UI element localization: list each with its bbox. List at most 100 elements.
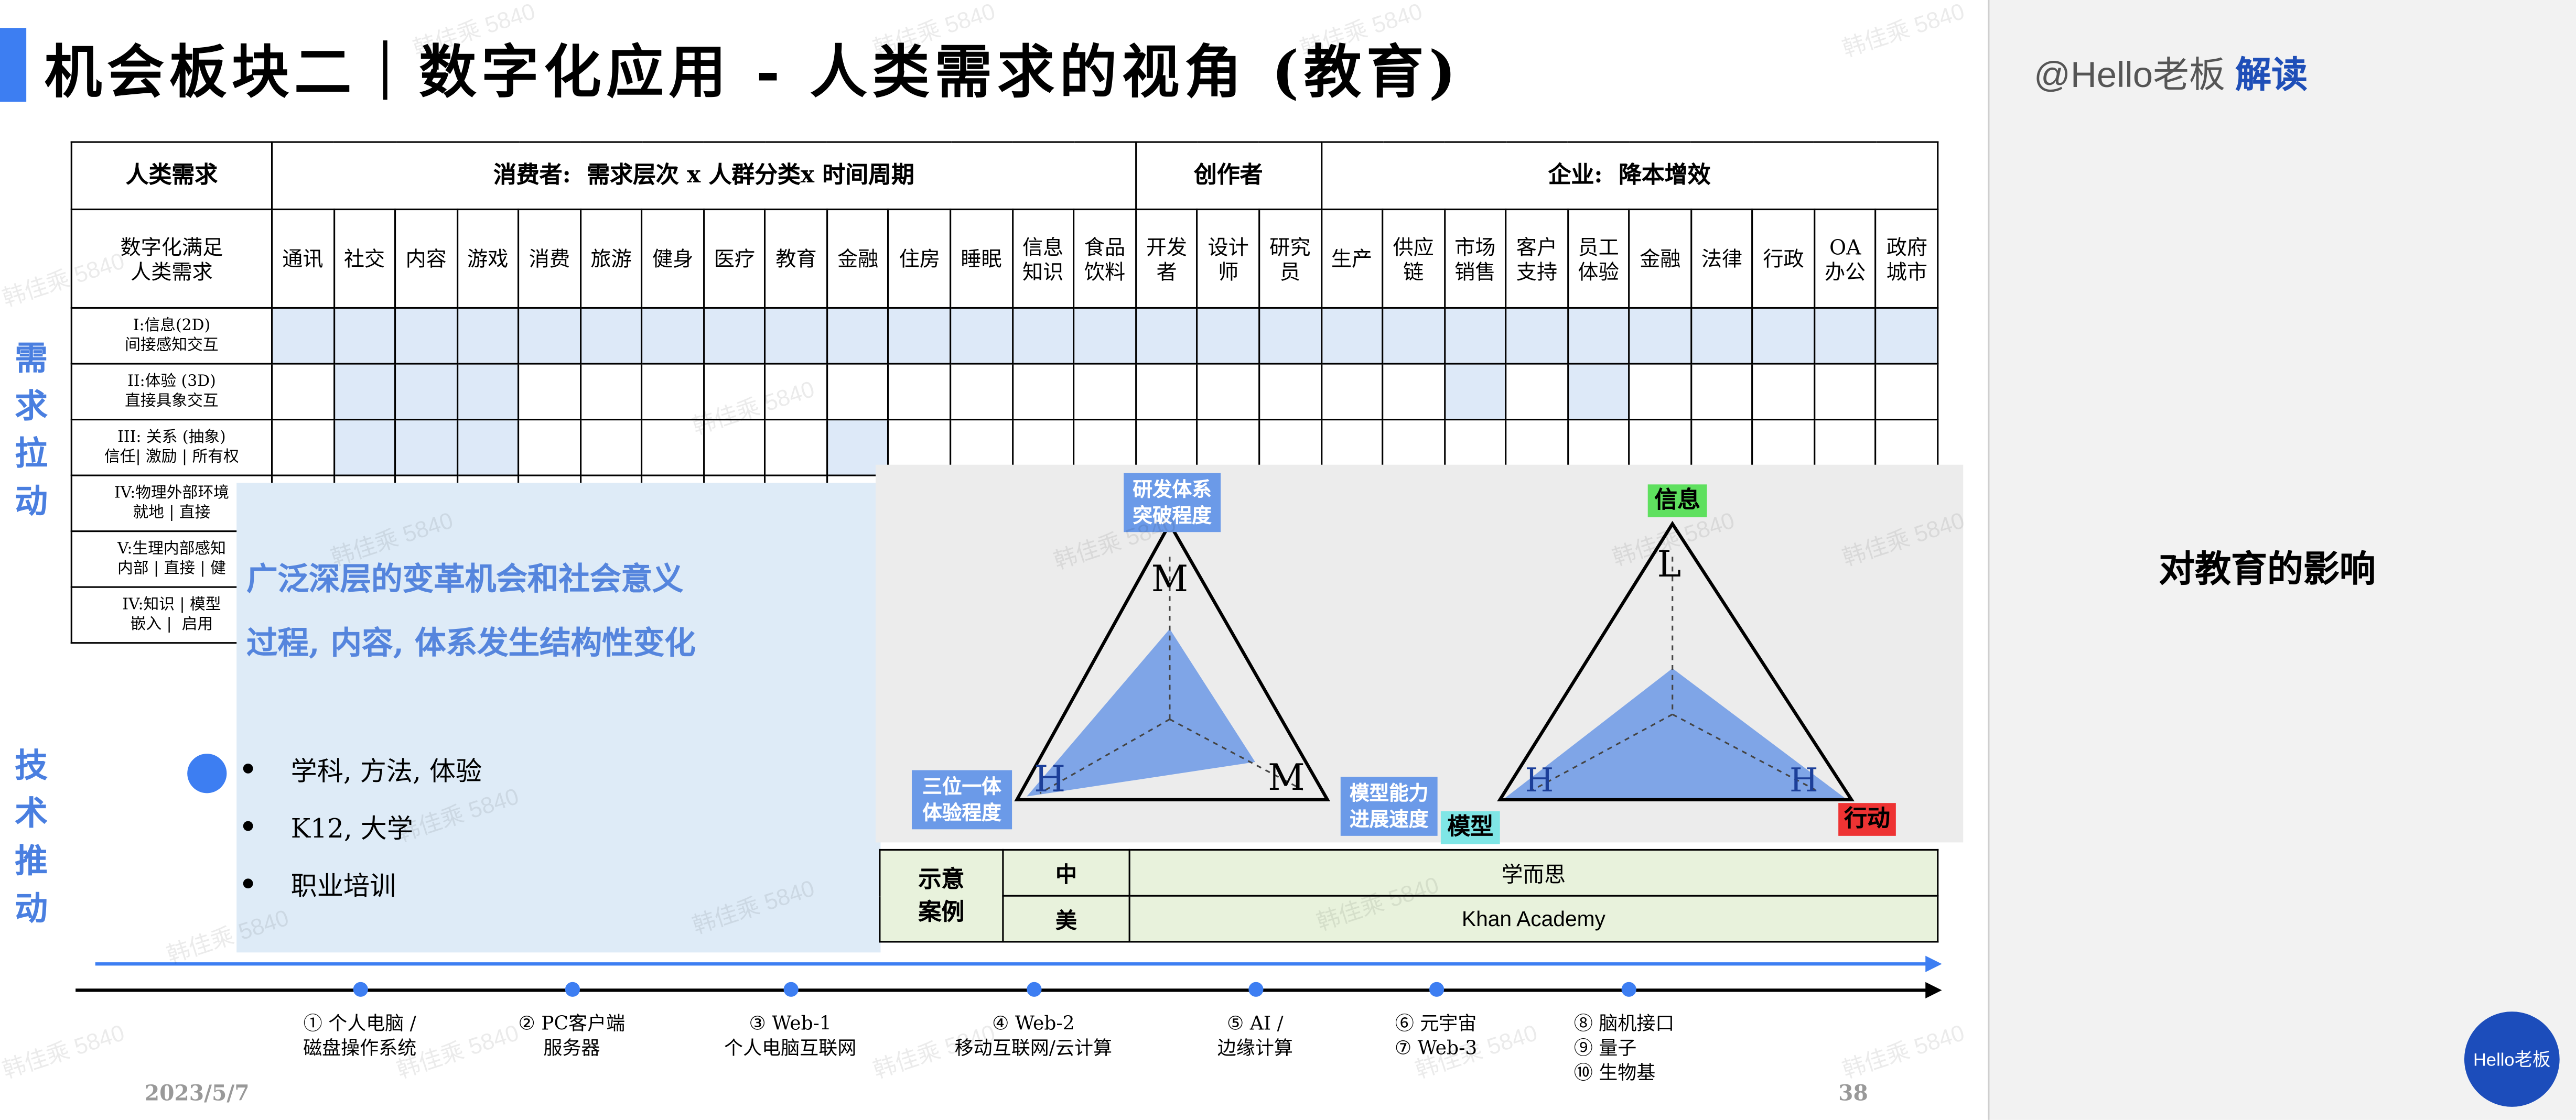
matrix-cell <box>1628 307 1692 365</box>
matrix-cell <box>1011 307 1075 365</box>
matrix-cell <box>271 418 335 476</box>
timeline-blue-line <box>95 962 1929 966</box>
matrix-cell <box>1073 307 1137 365</box>
matrix-cell <box>1628 363 1692 421</box>
matrix-row: I:信息(2D) 间接感知交互 <box>70 307 1939 365</box>
matrix-cell <box>1567 307 1630 365</box>
case-region-us: 美 <box>1002 895 1130 943</box>
matrix-cell <box>641 363 705 421</box>
column-header: 消费 <box>518 208 581 309</box>
matrix-cell <box>826 363 890 421</box>
page-number: 38 <box>1838 1082 1868 1107</box>
matrix-cell <box>703 363 767 421</box>
column-header: 游戏 <box>456 208 520 309</box>
matrix-cell <box>518 307 581 365</box>
matrix-cell <box>271 307 335 365</box>
column-header: 政府 城市 <box>1875 208 1939 309</box>
matrix-cell <box>764 418 828 476</box>
column-header: 通讯 <box>271 208 335 309</box>
matrix-cell <box>1443 363 1507 421</box>
column-header: 开发 者 <box>1135 208 1199 309</box>
timeline-dot <box>353 982 368 997</box>
matrix-cell <box>579 363 643 421</box>
column-header: 医疗 <box>703 208 767 309</box>
left-vertex-left: H <box>1034 758 1065 800</box>
bullet-item: 学科, 方法, 体验 <box>243 739 482 797</box>
matrix-cell <box>1382 363 1446 421</box>
timeline-label: ③ Web-1 个人电脑互联网 <box>724 1012 857 1059</box>
tech-push-label: 技术推动 <box>15 745 48 928</box>
matrix-row: II:体验 (3D) 直接具象交互 <box>70 363 1939 421</box>
right-vertex-right: H <box>1790 761 1818 799</box>
panel-heading-2: 过程, 内容, 体系发生结构性变化 <box>246 625 696 662</box>
matrix-cell <box>1567 363 1630 421</box>
matrix-cell <box>764 307 828 365</box>
case-examples-table: 示意 案例 中 学而思 美 Khan Academy <box>879 849 1939 943</box>
cases-header: 示意 案例 <box>879 849 1004 943</box>
matrix-subheader: 数字化满足 人类需求 <box>70 208 273 309</box>
tag-rd-breakthrough: 研发体系 突破程度 <box>1124 473 1221 532</box>
panel-heading-1: 广泛深层的变革机会和社会意义 <box>246 561 684 598</box>
row-label: III: 关系 (抽象) 信任| 激励 | 所有权 <box>70 418 273 476</box>
matrix-cell <box>1505 363 1569 421</box>
column-header: 客户 支持 <box>1505 208 1569 309</box>
watermark-text: 韩佳乘 5840 <box>1839 1019 1968 1083</box>
matrix-cell <box>1382 307 1446 365</box>
triangle-right: L H H <box>1497 520 1855 802</box>
timeline-label: ② PC客户端 服务器 <box>518 1012 626 1059</box>
matrix-cell <box>1813 363 1877 421</box>
matrix-cell <box>641 418 705 476</box>
column-header: 内容 <box>394 208 458 309</box>
matrix-cell <box>332 418 396 476</box>
demand-matrix-table: 人类需求消费者: 需求层次 x 人群分类x 时间周期创作者企业: 降本增效数字化… <box>70 141 1939 644</box>
matrix-cell <box>332 363 396 421</box>
matrix-cell <box>518 418 581 476</box>
matrix-cell <box>1875 363 1939 421</box>
column-header: 金融 <box>1628 208 1692 309</box>
matrix-cell <box>394 363 458 421</box>
timeline-label: ⑧ 脑机接口 ⑨ 量子 ⑩ 生物基 <box>1573 1012 1675 1084</box>
column-header: 金融 <box>826 208 890 309</box>
row-label: I:信息(2D) 间接感知交互 <box>70 307 273 365</box>
group-header-enterprise: 企业: 降本增效 <box>1320 141 1939 211</box>
matrix-cell <box>1197 307 1260 365</box>
timeline-axis <box>76 988 1929 991</box>
column-header: 旅游 <box>579 208 643 309</box>
matrix-cell <box>1135 307 1199 365</box>
matrix-cell <box>641 307 705 365</box>
column-header: 研究 员 <box>1258 208 1322 309</box>
matrix-cell <box>271 363 335 421</box>
timeline-dot <box>1621 982 1636 997</box>
column-header: 社交 <box>332 208 396 309</box>
demand-pull-label: 需求拉动 <box>15 338 48 521</box>
column-header: 市场 销售 <box>1443 208 1507 309</box>
right-vertex-left: H <box>1525 761 1554 799</box>
timeline-label: ① 个人电脑 / 磁盘操作系统 <box>303 1012 417 1059</box>
timeline-dot <box>1429 982 1445 997</box>
matrix-cell <box>888 307 952 365</box>
tag-model: 模型 <box>1440 811 1500 844</box>
bullet-item: K12, 大学 <box>243 797 482 854</box>
matrix-cell <box>1443 307 1507 365</box>
commentary-panel <box>1988 0 2576 1120</box>
tag-action: 行动 <box>1838 803 1896 836</box>
page-title: 机会板块二｜数字化应用 - 人类需求的视角 (教育) <box>44 39 1461 107</box>
timeline-dot <box>1027 982 1042 997</box>
matrix-cell <box>456 363 520 421</box>
timeline-dot <box>565 982 580 997</box>
watermark-text: 韩佳乘 5840 <box>163 904 292 969</box>
matrix-cell <box>1752 307 1815 365</box>
matrix-cell <box>703 307 767 365</box>
triangle-diagrams-svg: M H M L H H <box>1014 520 1855 802</box>
row-label: II:体验 (3D) 直接具象交互 <box>70 363 273 421</box>
column-header: 睡眠 <box>950 208 1013 309</box>
timeline-label: ⑤ AI / 边缘计算 <box>1217 1012 1293 1059</box>
tag-trinity-experience: 三位一体 体验程度 <box>911 770 1012 830</box>
case-region-cn: 中 <box>1002 849 1130 897</box>
column-header: 食品 饮料 <box>1073 208 1137 309</box>
matrix-cell <box>1320 363 1384 421</box>
column-header: 教育 <box>764 208 828 309</box>
column-header: 健身 <box>641 208 705 309</box>
matrix-cell <box>1875 307 1939 365</box>
matrix-cell <box>703 418 767 476</box>
